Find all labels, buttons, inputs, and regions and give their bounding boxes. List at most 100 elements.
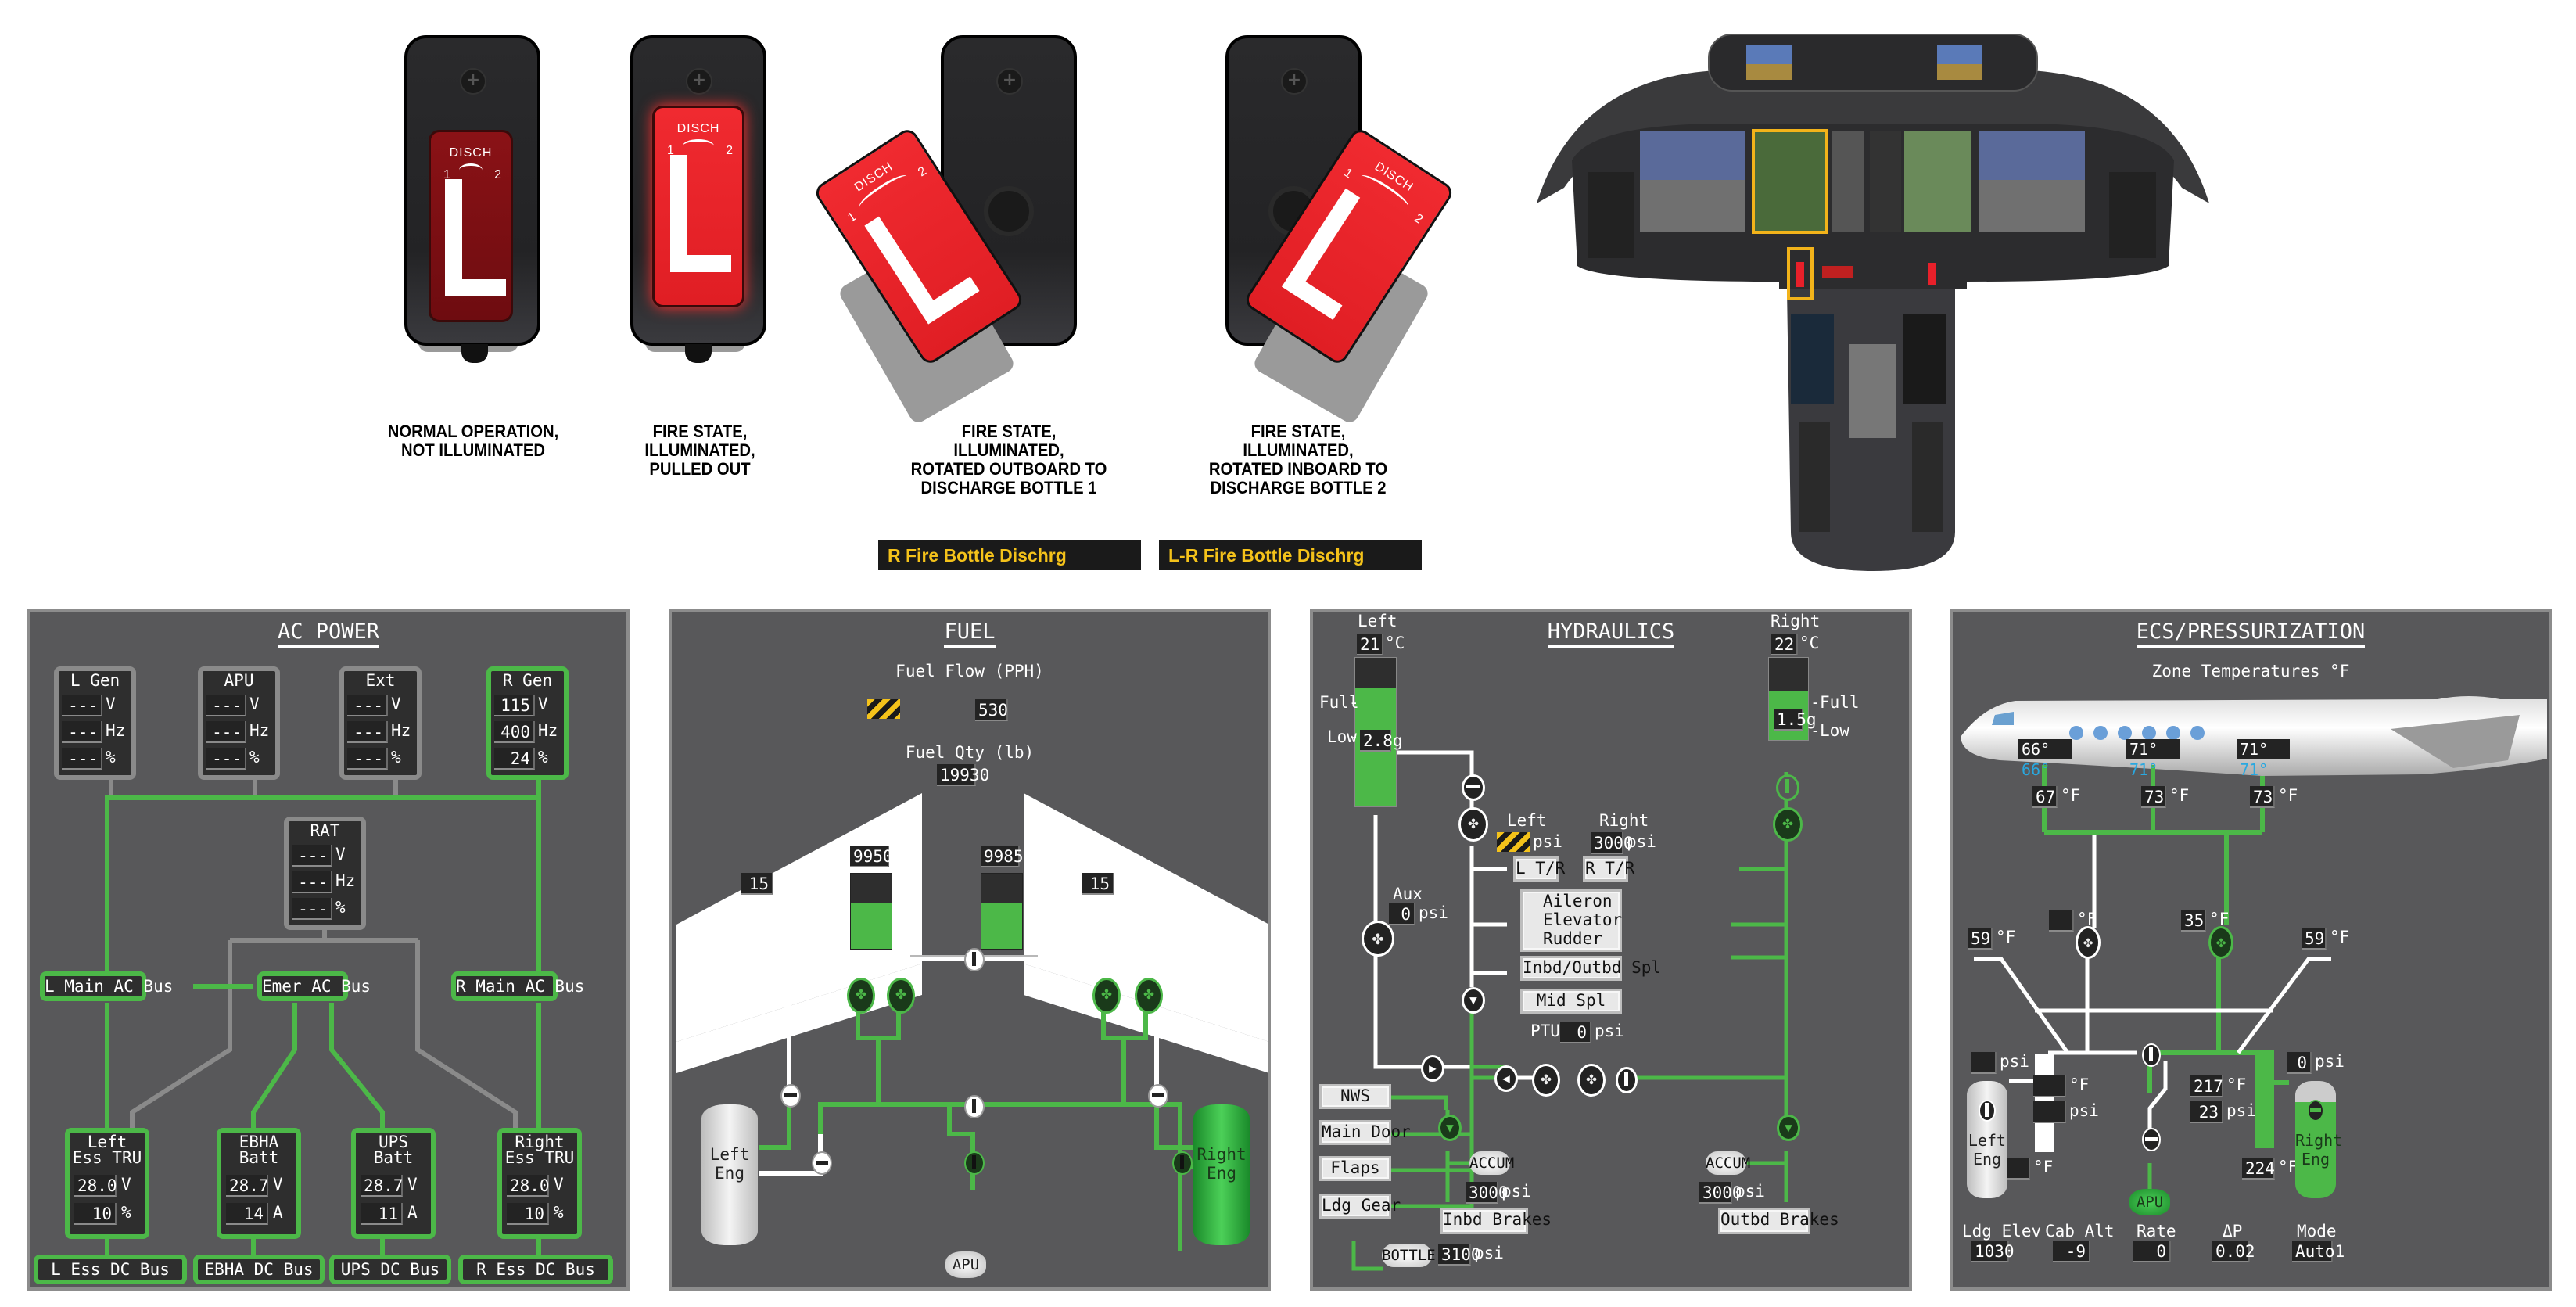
fuel-pump-icon: ✤ [847, 978, 875, 1014]
supply-temp-forward-cabin: 73 [2141, 786, 2166, 808]
apu-volts: --- [206, 695, 246, 716]
fuel-panel: FUEL Fuel Flow (PPH) 530 Fuel Qty (lb) 1… [669, 609, 1271, 1291]
apu-fuel-valve-icon[interactable] [964, 1151, 985, 1175]
right-engine: Right Eng [2295, 1081, 2342, 1198]
apu-pct: --- [206, 748, 246, 770]
inbd-accumulator: ACCUM [1469, 1151, 1514, 1175]
fuel-flow-label: Fuel Flow (PPH) [895, 662, 1044, 680]
cockpit-illustration [1529, 31, 2217, 571]
consumer-mid-spl: Mid Spl [1520, 989, 1622, 1014]
cabin-rate: 0 [2133, 1241, 2171, 1262]
consumer-main-door: Main Door [1319, 1120, 1411, 1145]
source-box-ext: Ext ---V ---Hz ---% [339, 666, 422, 780]
left-hyd-reservoir: 2.8g [1354, 657, 1403, 807]
right-fuel-temp: 15 [1082, 873, 1114, 895]
engine-crossfeed-valve-icon[interactable] [964, 1095, 985, 1118]
left-return-valve-icon[interactable] [812, 1151, 832, 1175]
left-check-valve-icon: ▶ [1421, 1055, 1444, 1082]
ext-pct: --- [347, 748, 388, 770]
consumer-inbd-outbd-spl: Inbd/Outbd Spl [1520, 956, 1661, 981]
rat-volts: --- [292, 845, 332, 867]
left-bleed-pressure [1971, 1052, 1997, 1074]
bus-l-ess-dc: L Ess DC Bus [34, 1255, 187, 1284]
bleed-crossfeed-valve-icon[interactable] [2142, 1043, 2161, 1067]
screw-icon: + [460, 68, 486, 95]
right-eng-bleed-valve-icon[interactable] [2307, 1100, 2324, 1122]
left-tank-qty: 9950 [850, 846, 893, 867]
apu-bleed-valve-icon[interactable] [2142, 1128, 2161, 1151]
left-pack-fan-icon: ✤ [2076, 926, 2101, 959]
l-gen-volts: --- [62, 695, 102, 716]
right-shutoff-valve-icon[interactable] [1148, 1084, 1168, 1108]
outbd-accum-pressure: 3000 [1699, 1182, 1742, 1204]
consumer-ldg-gear: Ldg Gear [1319, 1194, 1401, 1219]
aircraft-fuselage [1961, 696, 2547, 776]
ptu-valve-icon[interactable] [1616, 1067, 1638, 1093]
consumer-l-tr: L T/R [1513, 856, 1565, 882]
supply-temp-cockpit: 67 [2032, 786, 2058, 808]
right-shutoff-valve-icon[interactable] [1776, 774, 1799, 801]
ptu-pressure: 0 [1560, 1022, 1591, 1043]
ptu-pump-icon: ✤ [1532, 1064, 1560, 1097]
r-gen-volts: 115 [494, 695, 535, 716]
right-hyd-qty: 1.5g [1774, 709, 1817, 731]
ecs-diagram [1961, 696, 2547, 1189]
tank-crossfeed-valve-icon[interactable] [964, 948, 985, 971]
right-pack-temp: 35 [2181, 910, 2206, 932]
cas-message-r-fire-bottle: R Fire Bottle Dischrg [878, 540, 1141, 570]
rat-pct: --- [292, 898, 332, 920]
right-ram-temp: 59 [2302, 928, 2327, 950]
caption-pulled: FIRE STATE, ILLUMINATED, PULLED OUT [644, 422, 755, 479]
source-box-l-gen: L Gen ---V ---Hz ---% [54, 666, 136, 780]
zone-temp-cockpit: 66° 66° [2018, 739, 2072, 779]
panel-title: HYDRAULICS [1313, 619, 1909, 648]
pressurization-mode[interactable]: Auto1 [2292, 1241, 2345, 1262]
left-shutoff-valve-icon[interactable] [1462, 774, 1485, 801]
right-edp-pump-icon: ✤ [1773, 807, 1803, 842]
left-precooler-pressure [2033, 1101, 2066, 1123]
left-eng-bleed-valve-icon[interactable] [1979, 1100, 1996, 1122]
fuel-pump-icon: ✤ [1092, 978, 1121, 1014]
right-engine: Right Eng [1193, 1104, 1250, 1245]
right-precooler-pressure: 23 [2190, 1101, 2223, 1123]
apu-unit: APU [2129, 1189, 2170, 1215]
right-hyd-temp: 22 [1771, 634, 1798, 655]
letter-l-icon [670, 155, 731, 272]
left-precooler-temp [2033, 1075, 2066, 1097]
zone-temp-forward-cabin: 71° 71° [2126, 739, 2180, 779]
ext-hz: --- [347, 721, 388, 743]
consumer-outbd-brakes: Outbd Brakes [1718, 1208, 1839, 1234]
bus-l-main-ac: L Main AC Bus [40, 971, 173, 1001]
right-wing [1024, 793, 1268, 1042]
right-return-valve-icon[interactable] [1172, 1151, 1193, 1175]
left-engine: Left Eng [701, 1104, 758, 1245]
cabin-altitude: -9 [2053, 1241, 2090, 1262]
panel-title: FUEL [672, 619, 1268, 648]
ptu-check-valve-icon: ◀ [1494, 1065, 1518, 1092]
bottle-pressure: 3100 [1438, 1244, 1481, 1266]
ptu-motor-icon: ✤ [1577, 1064, 1606, 1097]
apu-unit: APU [945, 1251, 986, 1278]
bus-ebha-dc: EBHA DC Bus [193, 1255, 325, 1284]
fuel-pump-icon: ✤ [887, 978, 915, 1014]
left-tank-fill [851, 903, 892, 949]
switch-pivot [984, 186, 1034, 236]
left-hyd-pressure-invalid [1497, 832, 1530, 852]
bus-r-main-ac: R Main AC Bus [451, 971, 584, 1001]
right-pack-fan-icon: ✤ [2208, 926, 2233, 959]
right-fuel-tank [981, 873, 1023, 950]
left-fuel-temp: 15 [741, 873, 773, 895]
cas-message-l-r-fire-bottle: L-R Fire Bottle Dischrg [1159, 540, 1422, 570]
ext-volts: --- [347, 695, 388, 716]
inbd-accum-pressure: 3000 [1466, 1182, 1509, 1204]
ac-power-lines [105, 776, 541, 1269]
cockpit-drawing [1537, 34, 2209, 571]
left-shutoff-valve-icon[interactable] [780, 1084, 801, 1108]
panel-title: ECS/PRESSURIZATION [1953, 619, 2549, 648]
panel-title: AC POWER [30, 619, 626, 648]
left-pack-temp [2049, 910, 2074, 932]
